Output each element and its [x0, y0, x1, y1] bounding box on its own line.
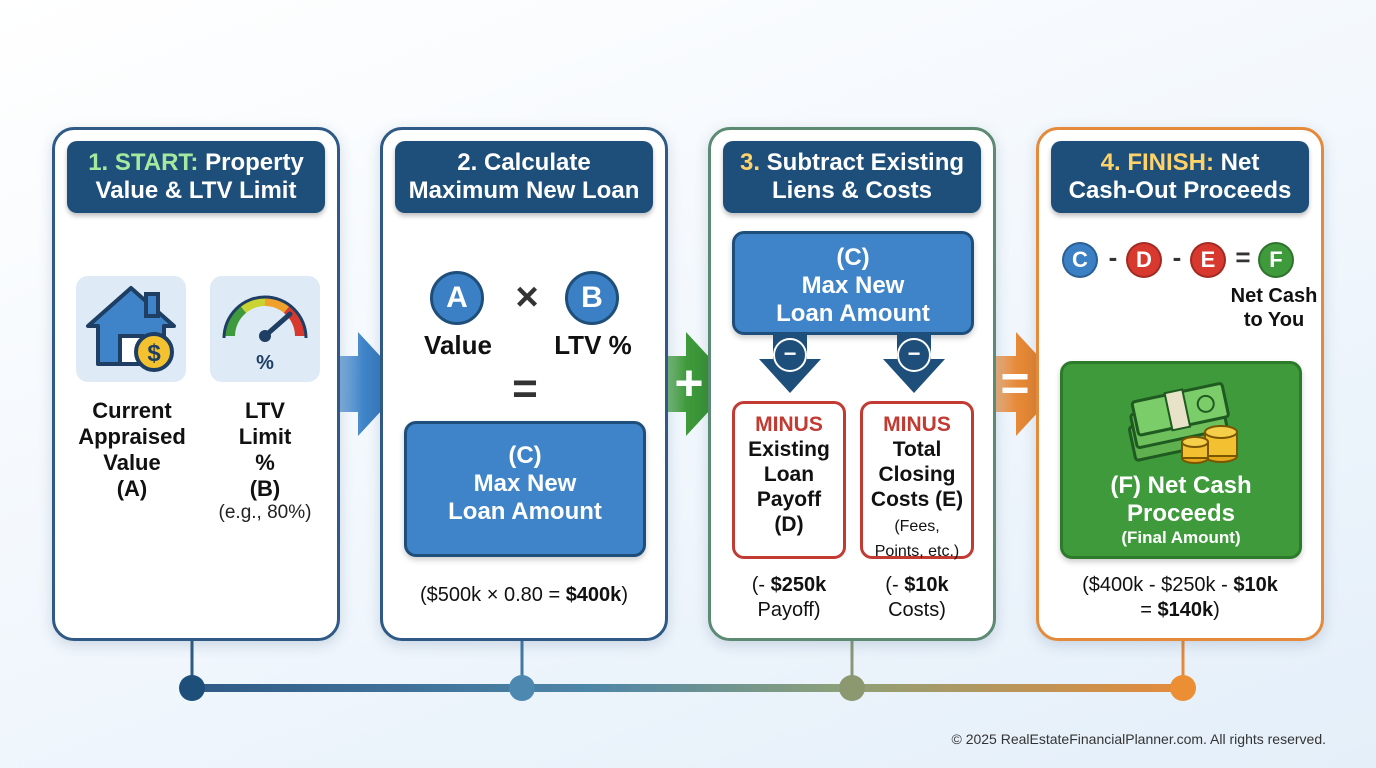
formula-e-circle: E	[1190, 242, 1226, 278]
formula-equals: =	[1235, 242, 1251, 272]
step-2-card: 2. Calculate Maximum New Loan A × B Valu…	[380, 127, 668, 641]
ltv-example: (e.g., 80%)	[218, 502, 312, 523]
minus-circle-right-icon: −	[897, 338, 931, 372]
net-cash-to-you-label: Net Cash to You	[1230, 285, 1318, 331]
timeline-dot-3	[839, 675, 865, 701]
step-1-card: 1. START: Property Value & LTV Limit $ %…	[52, 127, 340, 641]
closing-costs-box: MINUS Total Closing Costs (E) (Fees, Poi…	[860, 401, 974, 560]
svg-text:$: $	[147, 340, 161, 367]
step-1-title: 1. START: Property Value & LTV Limit	[67, 141, 325, 213]
step-4-card: 4. FINISH: Net Cash-Out Proceeds C - D -…	[1036, 127, 1324, 641]
max-new-loan-box: (C) Max New Loan Amount	[404, 421, 646, 557]
house-dollar-icon: $	[86, 286, 176, 372]
plus-sign: +	[674, 355, 704, 411]
existing-loan-payoff-box: MINUS Existing Loan Payoff (D)	[732, 401, 846, 559]
current-appraised-value-label: Current Appraised Value (A)	[78, 398, 186, 501]
timeline-dot-2	[509, 675, 535, 701]
net-cash-proceeds-box: (F) Net Cash Proceeds (Final Amount)	[1060, 361, 1302, 559]
max-new-loan-source-box: (C) Max New Loan Amount	[732, 231, 974, 335]
equals-symbol: =	[512, 364, 538, 413]
formula-c-circle: C	[1062, 242, 1098, 278]
equals-sign: =	[1000, 355, 1030, 411]
variable-a-circle: A	[430, 271, 484, 325]
payoff-amount-note: (- $250k Payoff)	[751, 574, 827, 621]
costs-amount-note: (- $10k Costs)	[885, 574, 949, 621]
formula-d-circle: D	[1126, 242, 1162, 278]
timeline-dot-4	[1170, 675, 1196, 701]
ltv-limit-label: LTV Limit % (B)	[238, 398, 292, 501]
step-4-title: 4. FINISH: Net Cash-Out Proceeds	[1051, 141, 1309, 213]
step-3-title: 3. Subtract Existing Liens & Costs	[723, 141, 981, 213]
formula-minus-1: -	[1108, 242, 1118, 272]
step-2-title: 2. Calculate Maximum New Loan	[395, 141, 653, 213]
net-cash-proceeds-title: (F) Net Cash Proceeds	[1110, 472, 1252, 527]
ltv-percent-word: LTV %	[554, 330, 632, 360]
timeline-bar	[192, 684, 1183, 692]
multiply-sign: ×	[515, 275, 539, 319]
minus-circle-left-icon: −	[773, 338, 807, 372]
gauge-icon	[222, 295, 308, 342]
house-tile: $	[76, 276, 186, 382]
net-cash-calculation: ($400k - $250k - $10k = $140k)	[1082, 574, 1278, 621]
gauge-percent-glyph: %	[256, 352, 274, 374]
value-word: Value	[424, 330, 492, 360]
step-3-card: 3. Subtract Existing Liens & Costs (C) M…	[708, 127, 996, 641]
max-loan-calculation: ($500k × 0.80 = $400k)	[420, 584, 628, 606]
cash-stack-icon	[1127, 382, 1238, 464]
timeline-dot-1	[179, 675, 205, 701]
variable-b-circle: B	[565, 271, 619, 325]
gauge-tile: %	[210, 276, 320, 382]
formula-f-circle: F	[1258, 242, 1294, 278]
final-amount-sub: (Final Amount)	[1121, 528, 1241, 547]
formula-minus-2: -	[1172, 242, 1182, 272]
copyright-footer: © 2025 RealEstateFinancialPlanner.com. A…	[951, 731, 1326, 747]
